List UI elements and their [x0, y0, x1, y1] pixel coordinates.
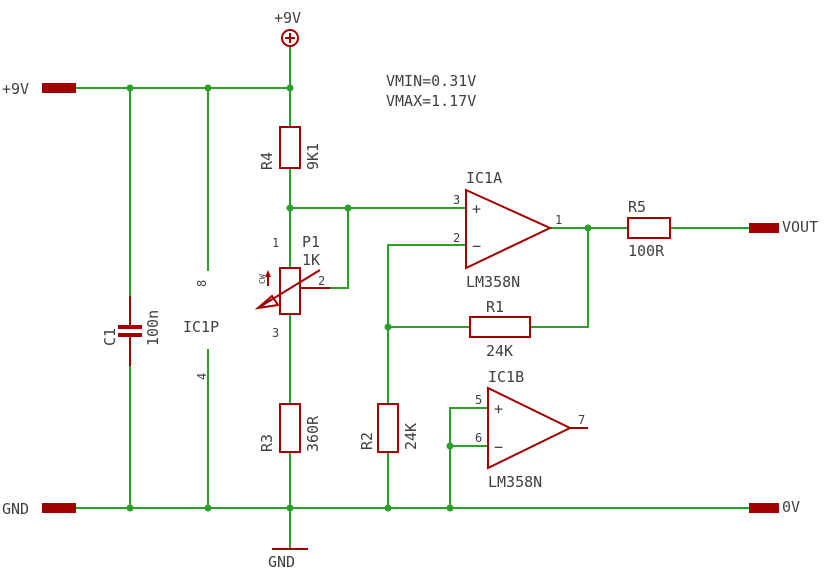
r1-right-wire	[529, 227, 589, 328]
ic1b-type: LM358N	[488, 473, 542, 491]
wires	[74, 47, 751, 549]
r5-name: R5	[628, 198, 646, 216]
ic1b-minus-sign: −	[494, 438, 503, 456]
r1-value: 24K	[486, 342, 513, 360]
p1-pin3: 3	[272, 326, 279, 340]
ic1p-pin8: 8	[195, 280, 209, 287]
r3-resistor	[279, 403, 301, 453]
junction-dot	[286, 204, 294, 212]
supply-symbol	[281, 29, 299, 47]
junction-dot	[446, 442, 454, 450]
p1-pin2: 2	[318, 274, 325, 288]
wiper-wire	[329, 207, 349, 289]
r1-resistor	[469, 316, 531, 338]
junction-dot	[204, 504, 212, 512]
junction-dot	[126, 504, 134, 512]
r5-resistor	[627, 217, 671, 239]
junction-dot	[286, 504, 294, 512]
junction-dot	[204, 84, 212, 92]
junction-dot	[384, 504, 392, 512]
vin-label: +9V	[2, 80, 29, 98]
gnd-pad	[42, 503, 76, 513]
ic1b-pin-plus: 5	[475, 393, 482, 407]
ic1a-pin-plus: 3	[453, 193, 460, 207]
junction-dot	[344, 204, 352, 212]
ic1p-pin4: 4	[195, 373, 209, 380]
p1-name: P1	[302, 233, 320, 251]
vmin-note: VMIN=0.31V	[386, 72, 476, 90]
junction-dot	[384, 323, 392, 331]
junction-dot	[126, 84, 134, 92]
ic1b-plus-sign: +	[494, 400, 503, 418]
ic1p-name: IC1P	[183, 318, 219, 336]
ic1a-type: LM358N	[466, 273, 520, 291]
r4-resistor	[279, 126, 301, 169]
r2-value: 24K	[402, 423, 420, 450]
ic1a-opamp	[465, 188, 553, 270]
vin-pad	[42, 83, 76, 93]
c1-value: 100n	[144, 310, 162, 346]
junction-dot	[286, 84, 294, 92]
r5-value: 100R	[628, 242, 665, 260]
supply-top-label: +9V	[274, 9, 301, 27]
junction-dot	[446, 504, 454, 512]
zero-volt-pad	[749, 503, 779, 513]
r1-name: R1	[486, 298, 504, 316]
vout-pad	[749, 223, 779, 233]
p1-value: 1K	[302, 251, 320, 269]
r3-value: 360R	[304, 415, 322, 452]
p1-cw-mark: CW	[258, 274, 267, 284]
vout-label: VOUT	[782, 218, 818, 236]
vmax-note: VMAX=1.17V	[386, 92, 476, 110]
r3-name: R3	[258, 434, 276, 452]
gnd-bottom-label: GND	[268, 553, 295, 571]
ic1a-pin-minus: 2	[453, 231, 460, 245]
junction-dot	[584, 224, 592, 232]
ic1b-opamp	[487, 386, 588, 470]
ic1b-pin-minus: 6	[475, 431, 482, 445]
r2-name: R2	[358, 432, 376, 450]
ic1a-name: IC1A	[466, 169, 502, 187]
zero-volt-label: 0V	[782, 498, 800, 516]
ic1b-plus-wire	[449, 407, 489, 509]
r2-resistor	[377, 403, 399, 453]
gnd-left-label: GND	[2, 500, 29, 518]
ic1b-pin-out: 7	[578, 413, 585, 427]
minus-input-wire	[387, 244, 467, 405]
p1-potentiometer	[254, 267, 330, 315]
ic1a-pin-out: 1	[555, 213, 562, 227]
p1-pin1: 1	[272, 236, 279, 250]
ic1a-minus-sign: −	[472, 237, 481, 255]
junctions	[126, 84, 592, 512]
r4-name: R4	[258, 152, 276, 170]
ic1a-plus-sign: +	[472, 200, 481, 218]
r4-value: 9K1	[304, 143, 322, 170]
c1-name: C1	[101, 328, 119, 346]
ic1b-name: IC1B	[488, 368, 524, 386]
c1-capacitor	[118, 296, 142, 366]
